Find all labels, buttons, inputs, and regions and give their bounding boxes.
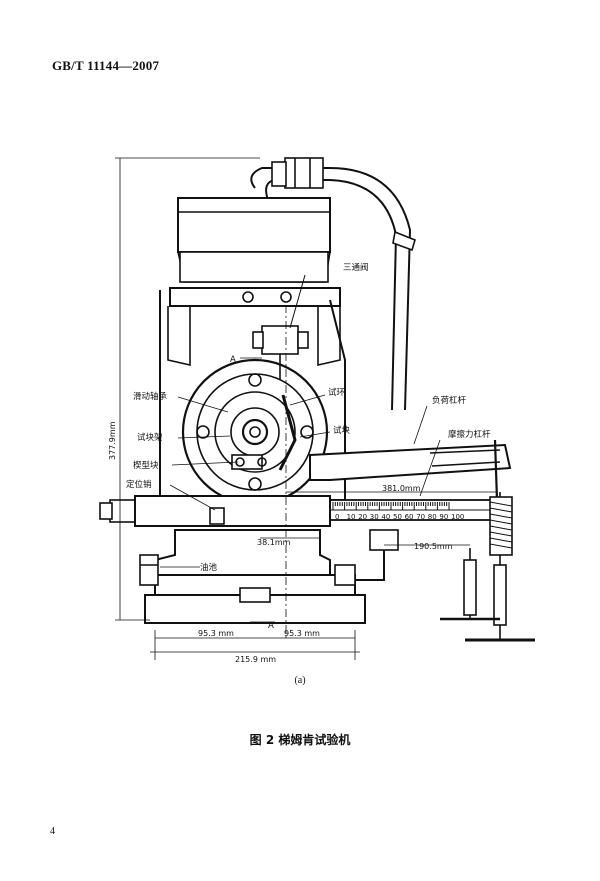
dim-215-9: 215.9 mm [235,655,276,664]
label-test-ring: 试环 [328,387,346,398]
dim-190-5: 190.5mm [414,542,453,551]
label-friction-lever: 摩擦力杠杆 [448,429,491,440]
label-section-a2: A [268,621,274,631]
label-three-way-valve: 三通阀 [343,262,369,273]
scale-tick-label: 20 [358,513,367,521]
label-section-a: A [230,355,236,365]
label-sliding-bearing: 滑动轴承 [133,391,168,402]
scale-tick-label: 80 [428,513,437,521]
scale-tick-label: 40 [381,513,390,521]
dim-height: 377.9mm [108,421,117,460]
label-load-lever: 负荷杠杆 [432,395,467,406]
scale-tick-label: 60 [405,513,414,521]
page-number: 4 [50,826,55,837]
dim-95-3-right: 95.3 mm [284,629,320,638]
dim-381: 381.0mm [382,484,421,493]
scale-tick-label: 50 [393,513,402,521]
scale-tick-label: 0 [335,513,339,521]
dim-95-3-left: 95.3 mm [198,629,234,638]
dim-38-1: 38.1mm [257,538,291,547]
label-locating-pin: 定位销 [126,479,152,490]
scale-tick-label: 30 [370,513,379,521]
scale-tick-label: 70 [416,513,425,521]
label-oil-sump: 油池 [200,562,218,573]
scale-tick-label: 10 [347,513,356,521]
label-wedge-block: 楔型块 [133,460,159,471]
label-specimen-holder: 试块架 [137,432,163,443]
figure-caption: 图 2 梯姆肯试验机 [249,733,351,747]
label-test-block: 试块 [333,425,351,436]
scale-tick-label: 100 [451,513,464,521]
standard-number: GB/T 11144—2007 [52,58,160,73]
scale-tick-label: 90 [439,513,448,521]
figure-sublabel: (a) [294,675,306,686]
